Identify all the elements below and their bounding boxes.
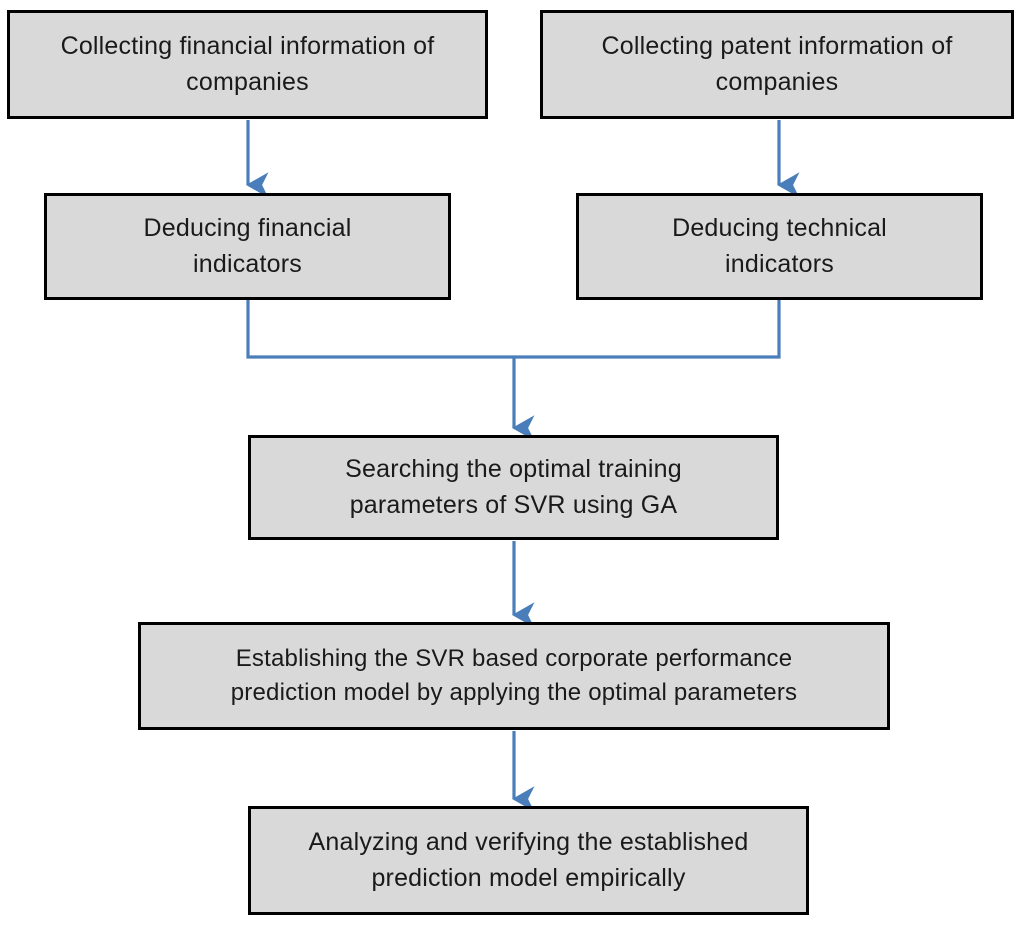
node-label: Collecting patent information of compani…: [601, 32, 953, 96]
node-collecting-patent-information: Collecting patent information of compani…: [540, 10, 1014, 119]
node-label: Analyzing and verifying the established …: [308, 828, 749, 892]
node-deducing-financial-indicators: Deducing financial indicators: [44, 193, 451, 300]
node-label: Searching the optimal training parameter…: [345, 455, 682, 519]
edge-deduce-technical-to-search-params: [514, 300, 781, 359]
node-label: Establishing the SVR based corporate per…: [230, 644, 798, 706]
node-label: Deducing financial indicators: [143, 214, 352, 278]
node-collecting-financial-information: Collecting financial information of comp…: [7, 10, 488, 119]
node-searching-optimal-training-parameters: Searching the optimal training parameter…: [248, 435, 779, 540]
node-deducing-technical-indicators: Deducing technical indicators: [576, 193, 983, 300]
node-label: Deducing technical indicators: [672, 214, 887, 278]
node-label: Collecting financial information of comp…: [60, 32, 435, 96]
node-establishing-svr-prediction-model: Establishing the SVR based corporate per…: [138, 622, 890, 730]
edge-deduce-financial-to-search-params: [246, 300, 514, 359]
node-analyzing-verifying-prediction-model: Analyzing and verifying the established …: [248, 806, 809, 915]
